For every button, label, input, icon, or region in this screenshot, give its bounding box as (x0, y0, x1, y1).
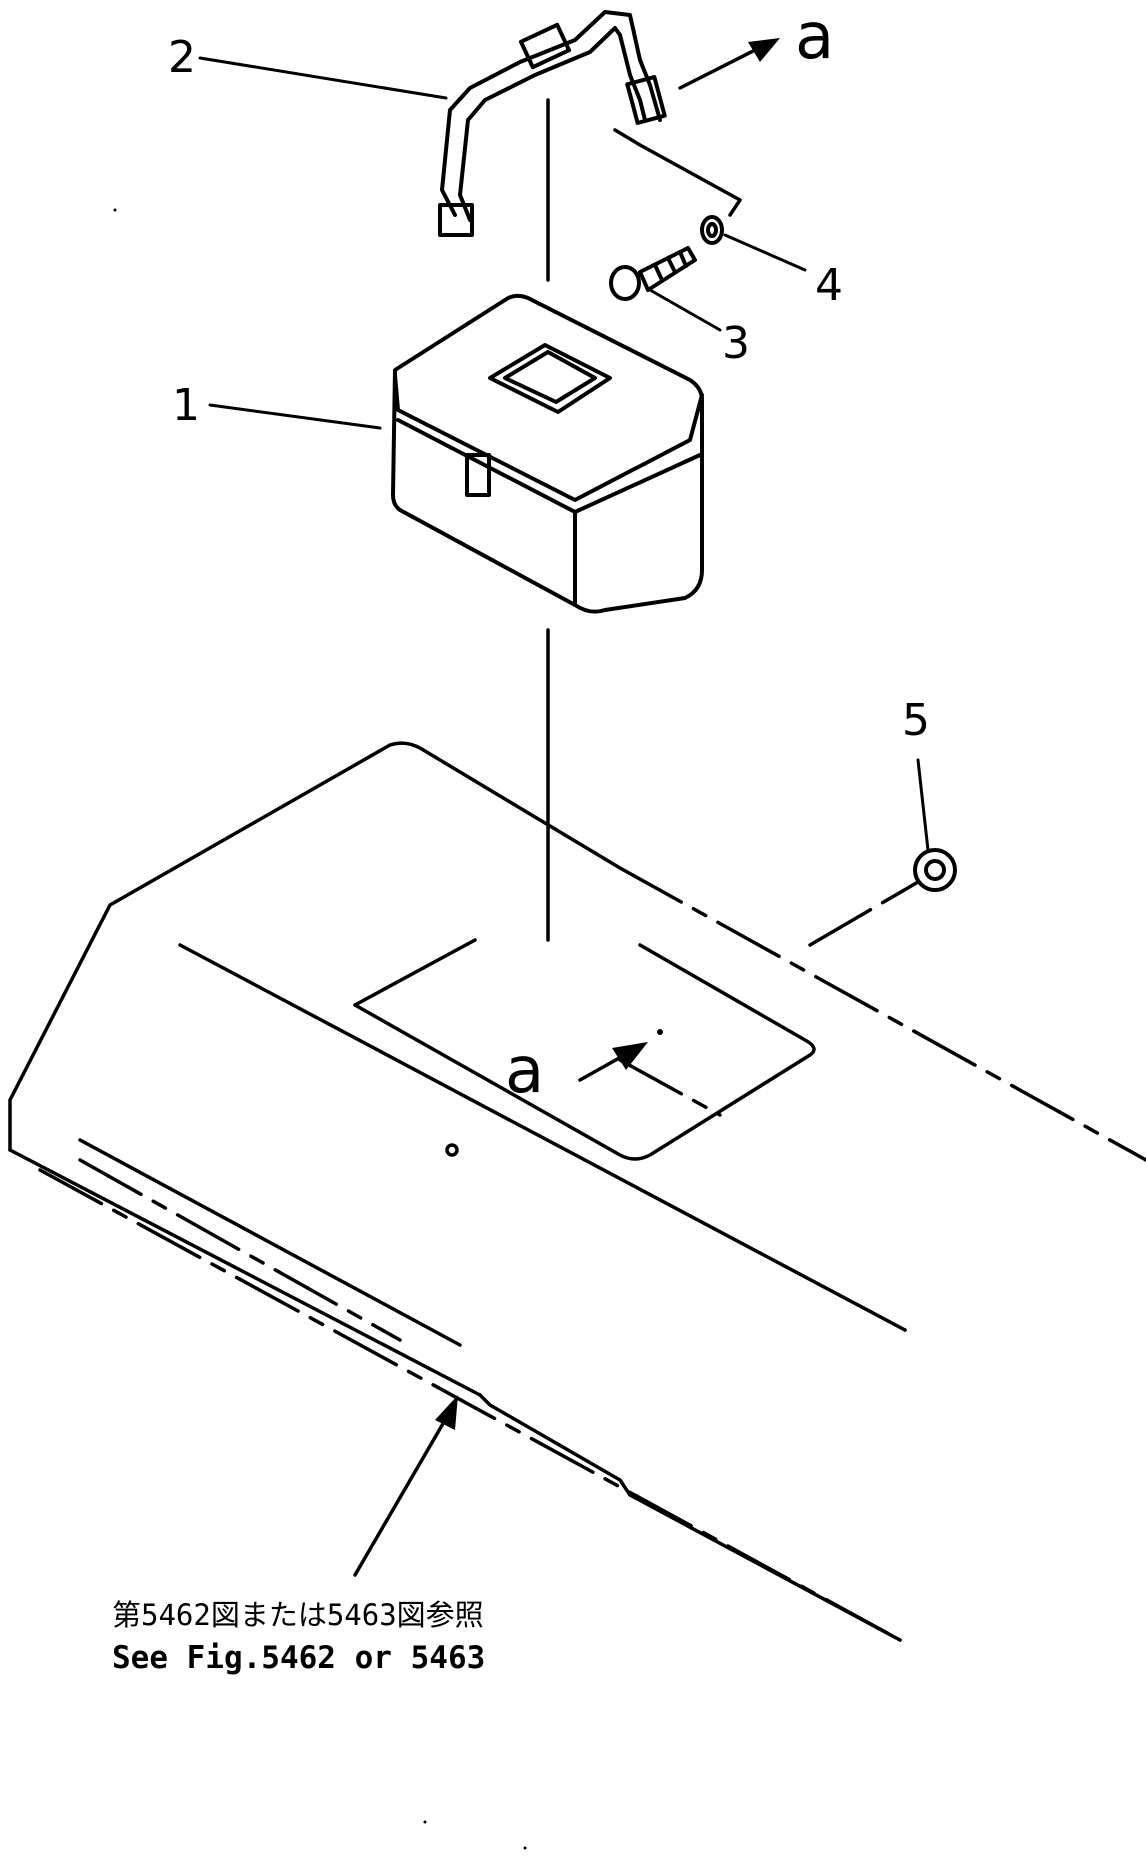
reference-note-japanese: 第5462図または5463図参照 (112, 1598, 484, 1632)
callout-1: 1 (172, 380, 200, 431)
nut-leader (808, 880, 920, 947)
washer-part (700, 215, 724, 245)
cover-plate (8, 741, 907, 1642)
nut-part (913, 848, 957, 892)
view-marker-top: a (795, 0, 834, 74)
callout-leaders (198, 56, 930, 852)
bolt-part (609, 246, 697, 301)
bracket-part (438, 10, 667, 237)
callout-2: 2 (168, 32, 196, 83)
callout-4: 4 (815, 260, 843, 311)
view-arrow-bottom (578, 1029, 663, 1082)
bolt-path-leader (613, 128, 742, 217)
reference-note-english: See Fig.5462 or 5463 (112, 1640, 485, 1676)
view-marker-bottom: a (505, 1034, 544, 1108)
callout-5: 5 (902, 695, 930, 746)
view-arrow-top (678, 38, 780, 90)
speck (523, 1846, 527, 1850)
cover-plate-dashes (38, 866, 1146, 1642)
speck (113, 208, 117, 212)
box-part (391, 293, 704, 614)
reference-arrow (353, 1395, 458, 1577)
speck (423, 1820, 427, 1824)
callout-3: 3 (722, 318, 750, 369)
